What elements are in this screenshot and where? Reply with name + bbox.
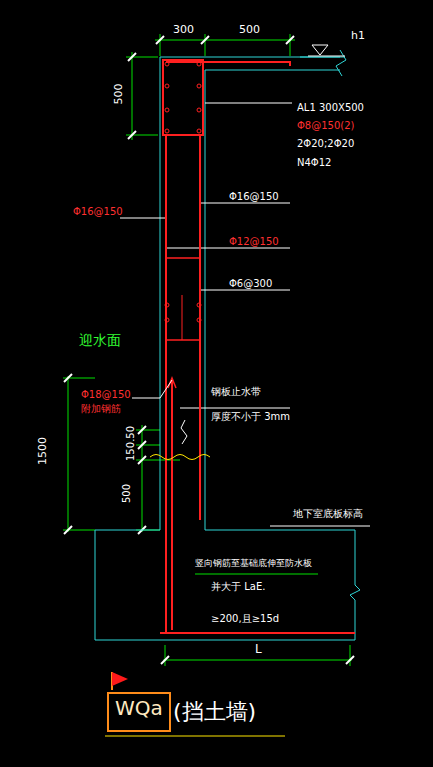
waterstop-label: 钢板止水带	[210, 386, 262, 397]
face-label: 迎水面	[78, 333, 122, 348]
dimension: 150	[125, 441, 136, 462]
elevation-mark: h1	[350, 30, 366, 42]
rebar-label: Φ12@150	[228, 236, 280, 247]
dimension: 500	[113, 83, 125, 106]
anchorage-note: ≥200,且≥15d	[210, 613, 280, 624]
dimension: L	[254, 643, 263, 656]
rebar-label: 2Φ20;2Φ20	[296, 138, 355, 149]
rebar-label: Φ6@300	[228, 278, 273, 289]
rebar-label: Φ16@150	[72, 206, 124, 217]
drawing-tag: WQa	[107, 692, 171, 732]
dimension: 500	[121, 483, 132, 504]
rebar-label: Φ8@150(2)	[296, 120, 356, 131]
rebar-label: N4Φ12	[296, 157, 332, 168]
beam-label: AL1 300X500	[296, 102, 365, 113]
rebar-label: Φ16@150	[228, 191, 280, 202]
rebar-label: Φ18@150	[80, 389, 132, 400]
elevation-note: 地下室底板标高	[292, 508, 364, 519]
tag-text: WQa	[115, 696, 163, 720]
rebar-note: 竖向钢筋至基础底伸至防水板	[194, 559, 313, 569]
rebar-note: 并大于 LaE.	[210, 581, 266, 592]
dimension: 1500	[37, 436, 49, 466]
waterstop-label: 厚度不小于 3mm	[210, 411, 291, 422]
rebar-label: 附加钢筋	[80, 403, 122, 414]
dimension: 300	[172, 24, 195, 36]
drawing-title: (挡土墙)	[172, 700, 257, 724]
dimension: 500	[238, 24, 261, 36]
